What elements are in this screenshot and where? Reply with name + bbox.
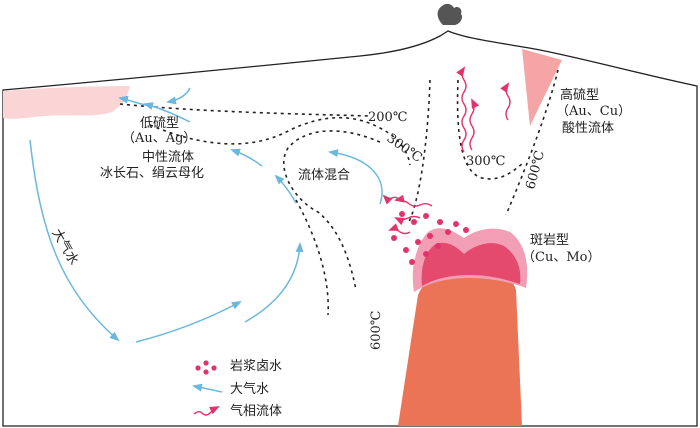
vapor-arrow xyxy=(394,194,433,207)
vapor-arrow xyxy=(500,82,511,121)
low-sulfidation-metals-label: （Au、Ag） xyxy=(122,131,197,146)
meteoric-arrow xyxy=(328,149,383,205)
isotherm-600-right xyxy=(505,69,559,216)
brine-dot xyxy=(415,239,421,245)
meteoric-arrow xyxy=(135,301,242,343)
brine-dot xyxy=(411,219,417,225)
meteoric-arrow xyxy=(244,242,304,323)
brine-dot xyxy=(437,219,443,225)
meteoric-water-arrows xyxy=(29,87,383,343)
brine-dot xyxy=(399,211,405,217)
alteration-label: 冰长石、绢云母化 xyxy=(100,166,205,181)
meteoric-arrow xyxy=(230,148,263,167)
legend-vapor-fluid-label: 气相流体 xyxy=(230,404,283,419)
meteoric-arrow xyxy=(166,87,191,105)
meteoric-arrow xyxy=(29,139,120,342)
vapor-arrow xyxy=(382,194,401,205)
isotherm-label-600-right: 600℃ xyxy=(523,149,548,191)
meteoric-arrow xyxy=(118,95,151,107)
legend-meteoric-icon xyxy=(192,383,223,393)
acidic-fluid-label: 酸性流体 xyxy=(562,121,615,136)
brine-dot xyxy=(435,243,441,249)
vapor-arrow xyxy=(469,98,480,151)
legend-brine-icon xyxy=(195,360,217,375)
high-sulfidation-metals-label: （Au、Cu） xyxy=(556,104,632,119)
legend-meteoric-water-label: 大气水 xyxy=(230,382,270,397)
vapor-arrow xyxy=(456,66,467,153)
brine-dot xyxy=(427,233,433,239)
vapor-arrow xyxy=(394,215,421,226)
porphyry-metals-label: （Cu、Mo） xyxy=(522,250,601,265)
brine-dot xyxy=(445,229,451,235)
isotherm-300-inner xyxy=(407,79,431,225)
low-sulfidation-type-label: 低硫型 xyxy=(140,116,180,131)
brine-dot xyxy=(391,235,397,241)
magmatic-brine-dots xyxy=(391,211,469,265)
intrusion-body xyxy=(398,266,522,426)
porphyry-type-label: 斑岩型 xyxy=(530,233,570,248)
brine-dot xyxy=(453,221,459,227)
legend-magmatic-brine-label: 岩浆卤水 xyxy=(230,359,283,374)
isotherm-label-300-right: 300℃ xyxy=(466,154,505,169)
vapor-fluid-arrows xyxy=(382,66,511,235)
isotherm-200-upper xyxy=(119,103,371,117)
isotherm-label-300-left: 300℃ xyxy=(384,131,425,166)
porphyry-inner-core xyxy=(421,242,521,286)
smoke-plume xyxy=(437,3,463,25)
isotherm-label-200: 200℃ xyxy=(368,110,407,125)
low-sulfidation-zone xyxy=(3,86,130,119)
ground-surface xyxy=(2,30,698,427)
isotherm-label-600-left: 600℃ xyxy=(369,311,384,350)
brine-dot xyxy=(423,251,429,257)
fluid-mixing-label: 流体混合 xyxy=(298,168,351,183)
brine-dot xyxy=(409,259,415,265)
isotherm-300-right xyxy=(456,79,523,180)
brine-dot xyxy=(463,227,469,233)
legend-vapor-icon xyxy=(193,406,220,416)
meteoric-arrow xyxy=(274,174,297,204)
brine-dot xyxy=(423,213,429,219)
isotherm-600-left xyxy=(295,199,330,316)
high-sulfidation-zone xyxy=(522,49,562,126)
vapor-arrow xyxy=(388,223,411,235)
isotherm-300-left xyxy=(283,130,381,291)
brine-dot xyxy=(403,247,409,253)
high-sulfidation-type-label: 高硫型 xyxy=(560,88,600,103)
neutral-fluid-label: 中性流体 xyxy=(142,150,195,165)
isotherm-200-lower xyxy=(149,116,411,166)
